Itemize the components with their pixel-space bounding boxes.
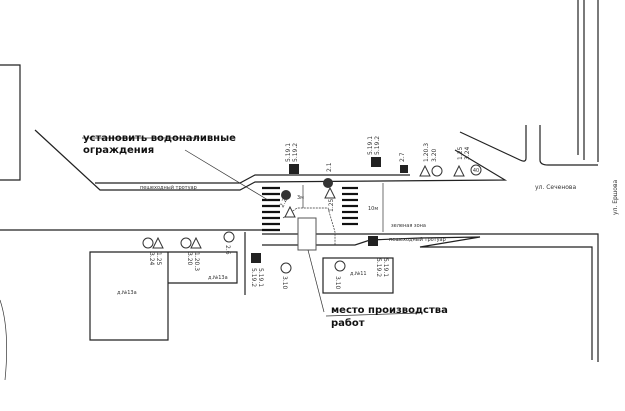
scan-mark xyxy=(0,299,7,381)
sidewalk-top-label: пешеходный тротуар xyxy=(140,184,197,191)
sign-code: 5.19.2 xyxy=(374,136,381,155)
building-label: д.№13а xyxy=(117,290,137,296)
sign-codes: 5.19.1 5.19.2 2.1 1.25 5.19.1 5.19.2 2.7… xyxy=(148,136,479,290)
cross-street-top-lines xyxy=(577,0,599,162)
sign-code: 3.20 xyxy=(431,148,438,162)
warning-sign-icon xyxy=(190,236,202,249)
sign-code: 2.2 xyxy=(278,197,288,209)
sign-code: 3.20 xyxy=(186,252,193,266)
sign-code: 2.1 xyxy=(326,162,333,172)
crosswalk-left xyxy=(262,186,280,232)
worksite-underline xyxy=(325,312,421,317)
sign-code: 3.24 xyxy=(464,146,471,160)
detour-sign-icon xyxy=(223,231,235,243)
warning-sign-icon xyxy=(284,205,296,218)
worksite-note-line2: работ xyxy=(331,317,365,329)
barrier-note-line2: ограждения xyxy=(83,145,154,156)
sign-code: 5.19.1 xyxy=(257,268,264,287)
crossing-sign-icon xyxy=(289,164,299,174)
lower-road-edge-right xyxy=(262,233,599,362)
sidewalk-bottom-label: пешеходный тротуар xyxy=(389,236,446,243)
building-13a xyxy=(89,232,246,341)
warning-sign-icon xyxy=(152,236,164,249)
dim-width-label: 10м xyxy=(368,206,378,212)
sign-code: 5.19.1 xyxy=(382,258,389,277)
barrier-leader xyxy=(184,149,269,201)
top-sidewalk-inner xyxy=(95,174,410,184)
speed-limit-sign-icon xyxy=(470,164,482,176)
sign-code: 1.20.3 xyxy=(423,143,430,162)
speed-sign-icon xyxy=(431,165,443,177)
crossing-sign-icon xyxy=(368,236,378,246)
work-zone xyxy=(297,217,317,251)
barrier-note-line1: установить водоналивные xyxy=(83,133,236,144)
crosswalk-right xyxy=(342,186,358,226)
worksite-note-line1: место производства xyxy=(331,305,448,316)
dim-offset-label: 3м xyxy=(297,195,304,201)
sign-code: 3.10 xyxy=(281,276,288,290)
signs xyxy=(142,157,482,274)
sign-code: 2.7 xyxy=(399,152,406,162)
no-entry-sign-icon xyxy=(281,190,291,200)
warning-sign-icon xyxy=(419,164,431,177)
sign-code: 5.19.2 xyxy=(292,143,299,162)
warning-sign-icon xyxy=(453,164,465,177)
priority-sign-icon xyxy=(400,165,408,173)
sign-code: 5.19.2 xyxy=(250,268,257,287)
building-label: д.№13а xyxy=(208,275,228,281)
left-building-outline xyxy=(0,64,21,181)
crossing-sign-icon xyxy=(251,253,261,263)
sign-code: 1.25 xyxy=(457,146,464,160)
speed-limit-sign-icon xyxy=(142,237,154,249)
no-pedestrians-sign-icon xyxy=(280,262,292,274)
sign-code: 5.19.2 xyxy=(375,258,382,277)
warning-sign-icon xyxy=(324,186,336,199)
corner-curb xyxy=(459,125,527,162)
building-11 xyxy=(322,257,394,294)
corner-curb-right xyxy=(539,125,598,166)
street-cross-label: ул. Ершова xyxy=(612,180,619,215)
sign-code: 5.19.1 xyxy=(367,136,374,155)
no-pedestrians-sign-icon xyxy=(334,260,346,272)
no-entry-sign-icon xyxy=(323,178,333,188)
street-main-label: ул. Сеченова xyxy=(535,184,576,191)
speed-sign-icon xyxy=(180,237,192,249)
building-label: д.№11 xyxy=(350,271,367,277)
sign-code: 3.10 xyxy=(334,276,341,290)
top-sidewalk-edge xyxy=(34,129,508,191)
barrier-line xyxy=(282,207,336,245)
worksite-leader xyxy=(307,249,325,313)
speed-limit-value: 40 xyxy=(473,168,479,174)
lower-sidewalk xyxy=(262,236,593,360)
green-zone-label: зеленая зона xyxy=(391,223,426,229)
sign-code: 1.20.3 xyxy=(193,252,200,271)
sign-code: 3.24 xyxy=(148,252,155,266)
sign-code: 1.25 xyxy=(328,198,335,212)
sign-code: 1.25 xyxy=(155,252,162,266)
sign-code: 5.19.1 xyxy=(285,143,292,162)
crossing-sign-icon xyxy=(371,157,381,167)
sign-code: 2.6 xyxy=(224,245,231,255)
